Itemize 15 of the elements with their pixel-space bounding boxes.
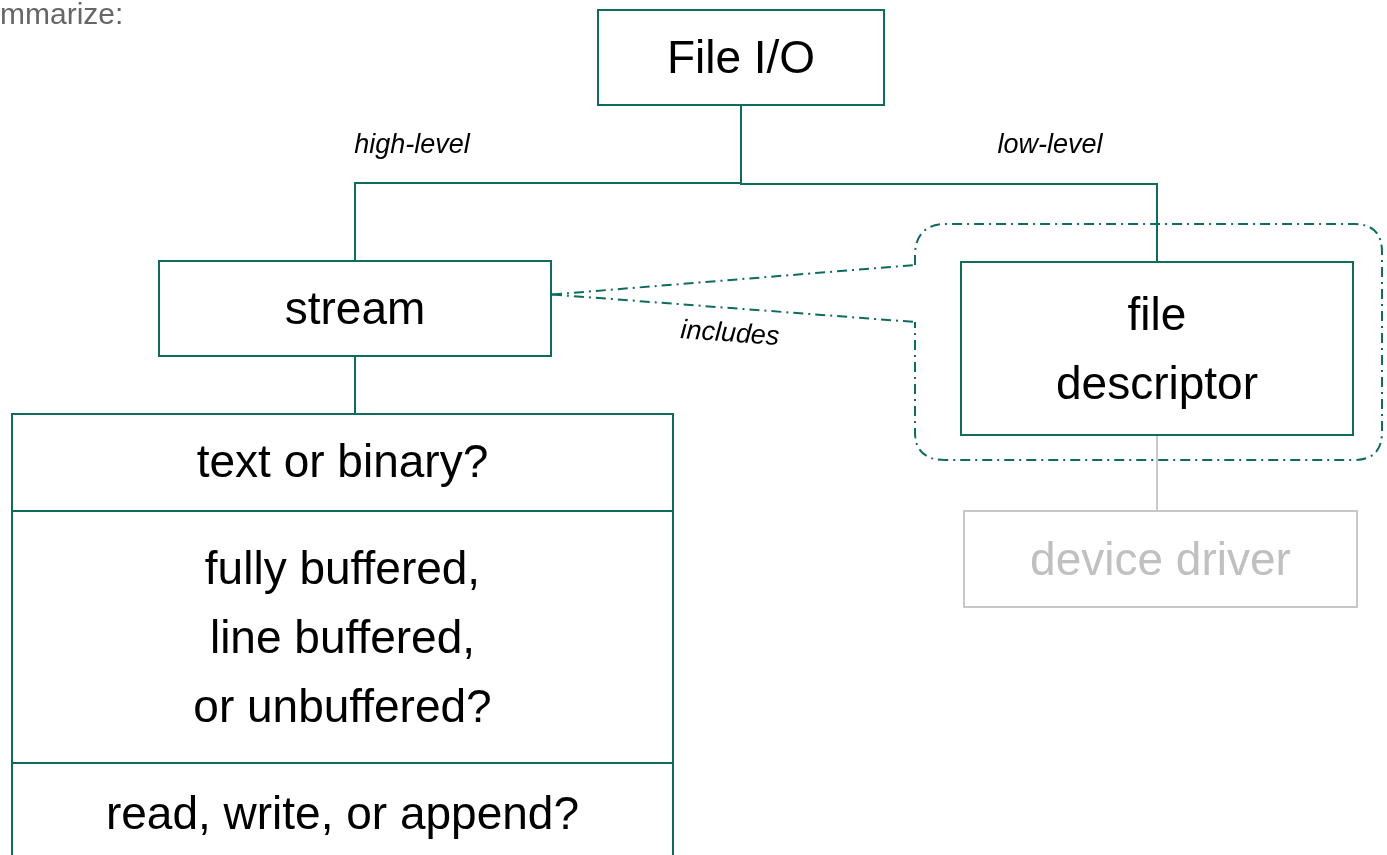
node-label: device driver	[1030, 531, 1291, 587]
node-label: fully buffered, line buffered, or unbuffered?	[192, 540, 493, 734]
process-box	[158, 260, 552, 357]
node-label: file descriptor	[1055, 286, 1259, 411]
node-label: stream	[284, 281, 426, 336]
heading-fragment: mmarize:	[0, 0, 124, 32]
node-label: read, write, or append?	[105, 786, 580, 841]
process-box	[963, 510, 1358, 608]
process-box	[960, 261, 1354, 436]
process-box	[597, 9, 885, 106]
dashed-connector	[551, 293, 916, 323]
node-label: File I/O	[666, 30, 816, 85]
connector-line	[354, 356, 356, 414]
connector-line	[1156, 435, 1158, 511]
node-label: text or binary?	[196, 434, 489, 489]
